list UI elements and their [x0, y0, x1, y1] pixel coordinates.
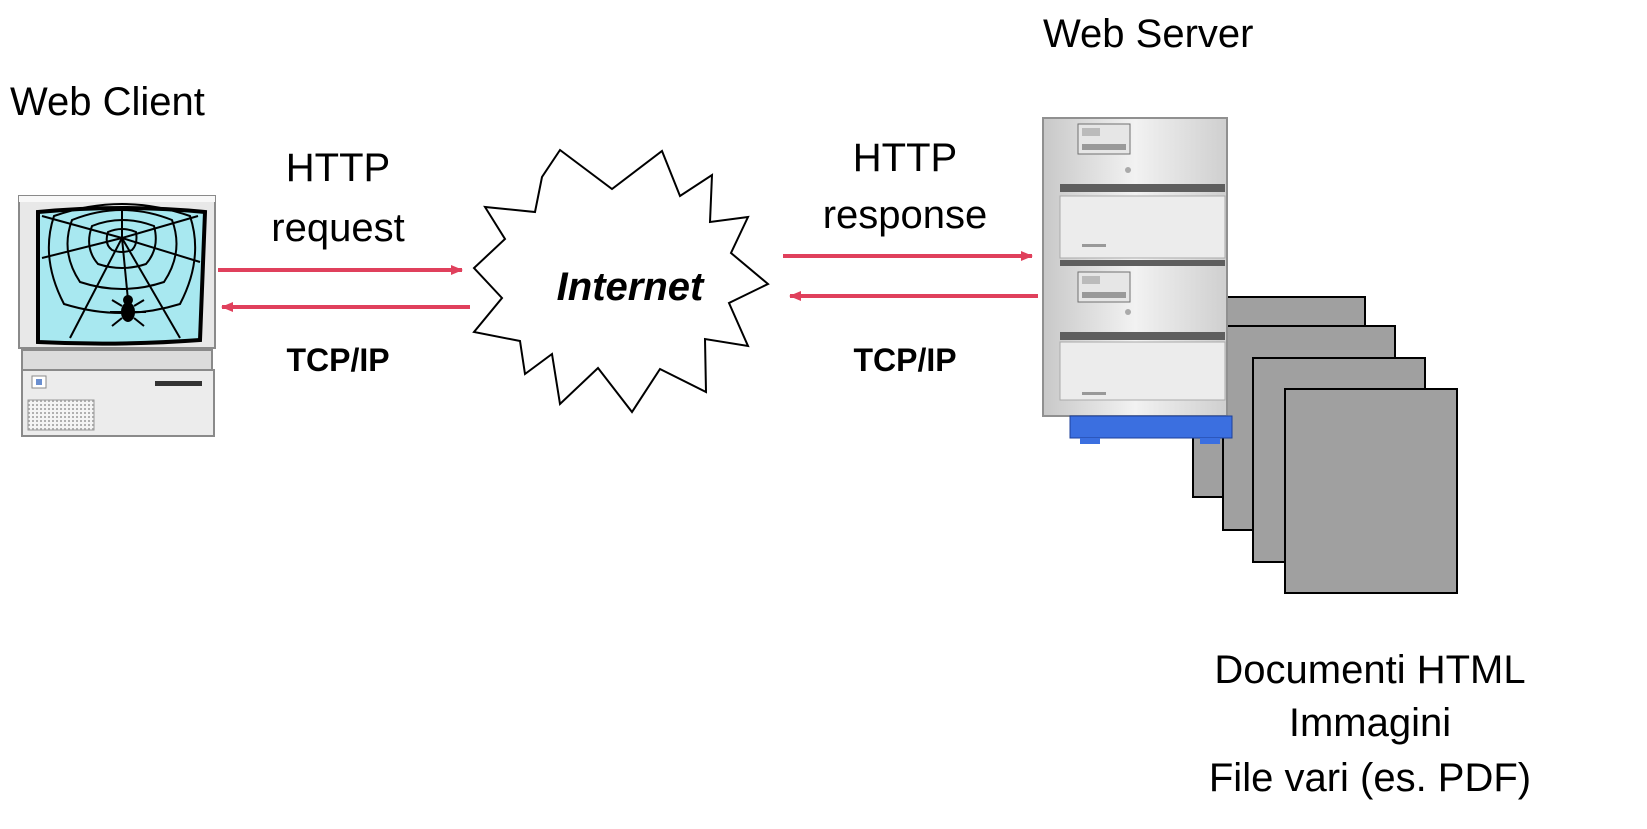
response-protocol-label: TCP/IP: [853, 342, 957, 378]
web-server-label: Web Server: [1043, 12, 1254, 56]
internet-label: Internet: [556, 265, 704, 309]
http-request-line1: HTTP: [285, 146, 391, 190]
web-server-icon: [1042, 117, 1233, 444]
http-response-line1: HTTP: [852, 136, 958, 180]
documents-stack-icon: [1192, 296, 1458, 594]
documents-line-3: File vari (es. PDF): [1208, 756, 1532, 800]
http-response-line2: response: [822, 193, 988, 237]
internet-cloud-icon: [472, 148, 770, 414]
request-protocol-label: TCP/IP: [286, 342, 390, 378]
documents-line-1: Documenti HTML: [1214, 648, 1526, 692]
documents-line-2: Immagini: [1288, 701, 1452, 745]
spider-icon: [110, 295, 146, 327]
spiderweb-icon: [41, 203, 201, 339]
web-client-computer-icon: [18, 195, 216, 437]
web-client-label: Web Client: [10, 80, 205, 124]
http-request-line2: request: [271, 206, 405, 250]
